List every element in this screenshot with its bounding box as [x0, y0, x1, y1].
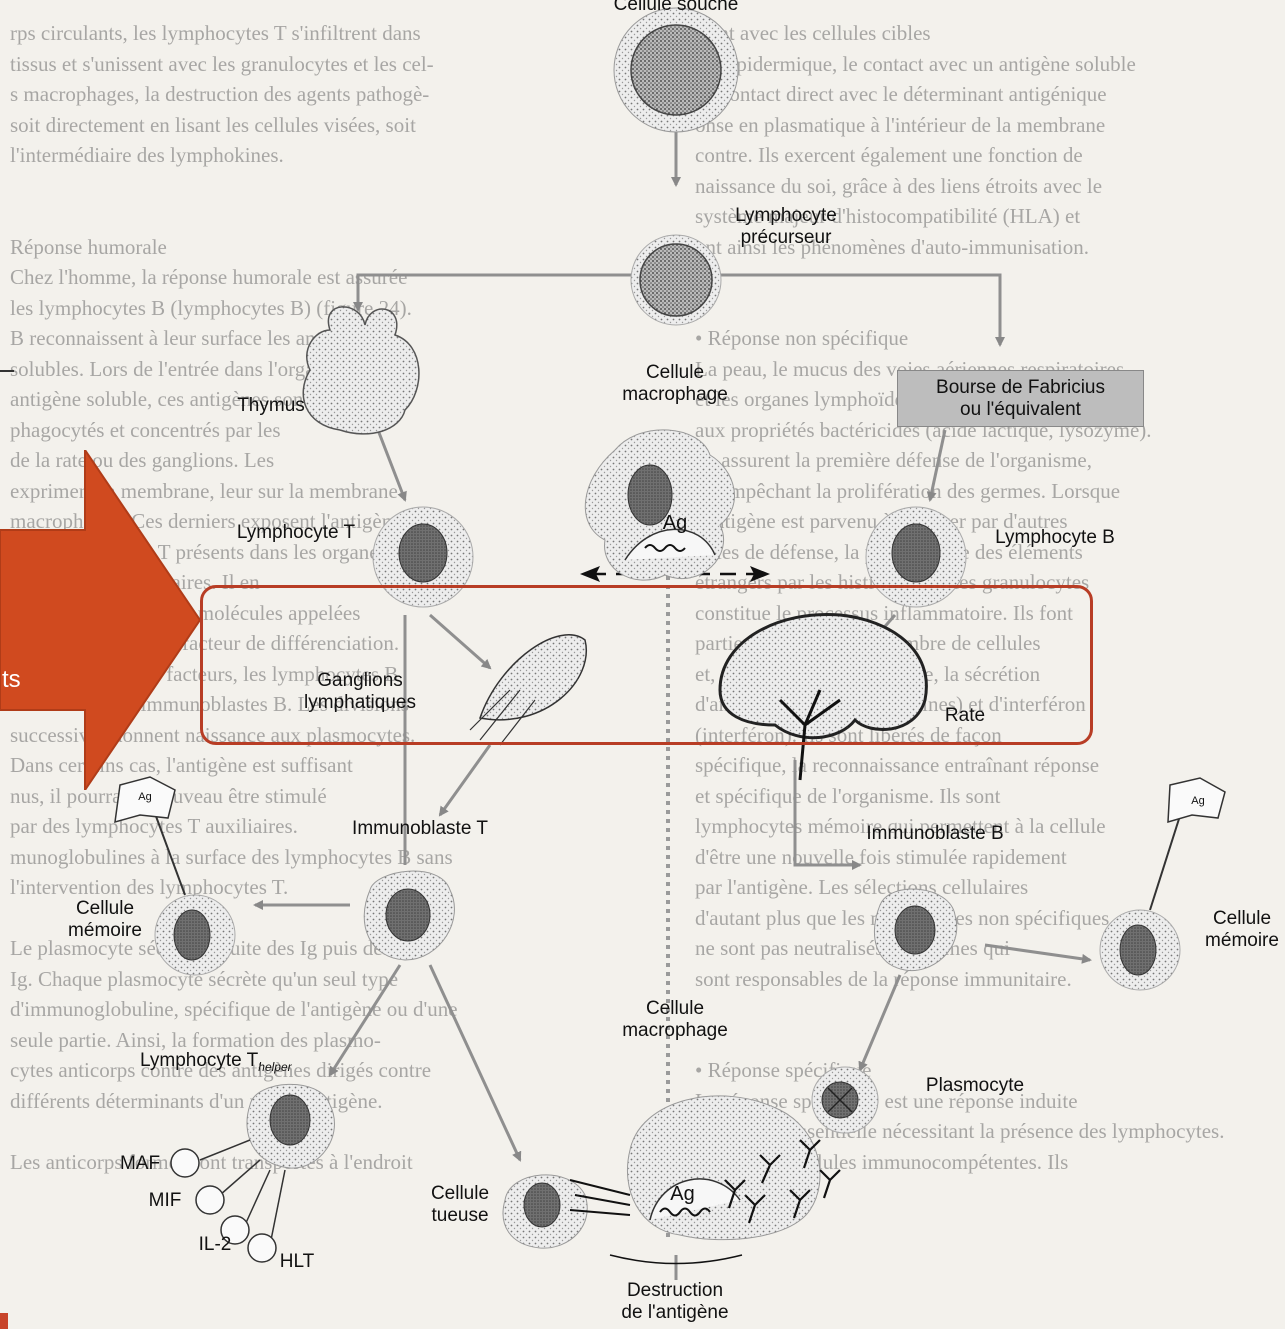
label-plasmocyte: Plasmocyte — [905, 1075, 1045, 1097]
label-lymphocyte-precurseur: Lymphocyte précurseur — [716, 205, 856, 249]
immunoblaste-t-cell — [364, 871, 454, 960]
immunoblaste-b-cell — [874, 889, 956, 971]
label-lymphocyte-t-text: Lymphocyte T — [140, 1050, 258, 1071]
lymphocyte-thelper-cell — [247, 1084, 335, 1168]
arrow-thymus-to-lymphocyte-t — [378, 430, 405, 500]
arrow-bourse-to-lymphocyte-b — [930, 430, 945, 500]
arrow-precurseur-to-bourse — [716, 275, 1000, 345]
cellule-souche-cell — [614, 8, 738, 132]
label-cellule-macrophage-top: Cellule macrophage — [605, 362, 745, 406]
corner-mark — [0, 1313, 8, 1329]
orange-arrow-overlay — [0, 450, 200, 790]
label-hlt: HLT — [272, 1251, 322, 1273]
cellule-tueuse-cell — [503, 1175, 630, 1248]
label-mif: MIF — [140, 1190, 190, 1212]
arrow-precurseur-to-thymus — [358, 275, 636, 310]
label-maf: MAF — [115, 1153, 165, 1175]
label-cellule-tueuse: Cellule tueuse — [415, 1183, 505, 1227]
label-cellule-souche: Cellule souche — [600, 0, 752, 16]
label-destruction-antigene: Destruction de l'antigène — [595, 1280, 755, 1324]
plasmocyte-cell — [812, 1067, 878, 1133]
label-lymphocyte-t: Lymphocyte T — [226, 522, 366, 544]
arrow-rate-to-immunoblaste-b — [795, 760, 860, 865]
label-bourse-de-fabricius: Bourse de Fabricius ou l'équivalent — [897, 370, 1144, 427]
lymphocyte-precurseur-cell — [631, 235, 721, 325]
label-cellule-memoire-left: Cellule mémoire — [55, 898, 155, 942]
arrow-to-thelper — [330, 965, 400, 1075]
arrow-to-plasmocyte — [860, 975, 900, 1070]
arrow-to-tueuse — [430, 965, 520, 1160]
left-edge-mark — [0, 370, 14, 372]
label-immunoblaste-b: Immunoblaste B — [855, 823, 1015, 845]
macrophage-top-cell — [585, 430, 734, 580]
label-lymphocyte-thelper: Lymphocyte Thelper — [140, 1050, 290, 1078]
arrow-ganglions-to-immunoblaste-t — [440, 745, 490, 815]
label-ag-bottom: Ag — [660, 1183, 705, 1205]
label-ag-flag-right: Ag — [1178, 790, 1218, 812]
label-lymphocyte-b: Lymphocyte B — [985, 527, 1125, 549]
label-ag-top: Ag — [655, 512, 695, 534]
highlight-box — [200, 585, 1093, 745]
label-thymus: Thymus — [221, 395, 321, 417]
label-cellule-memoire-right: Cellule mémoire — [1192, 908, 1285, 952]
arrow-to-memoire-b — [985, 945, 1090, 960]
label-immunoblaste-t: Immunoblaste T — [345, 818, 495, 840]
label-helper-subscript: helper — [258, 1060, 291, 1074]
arrow-overlay-text: ts — [2, 666, 21, 694]
label-cellule-macrophage-bottom: Cellule macrophage — [605, 998, 745, 1042]
label-il2: IL-2 — [190, 1234, 240, 1256]
macrophage-bottom-cell — [627, 1096, 820, 1240]
